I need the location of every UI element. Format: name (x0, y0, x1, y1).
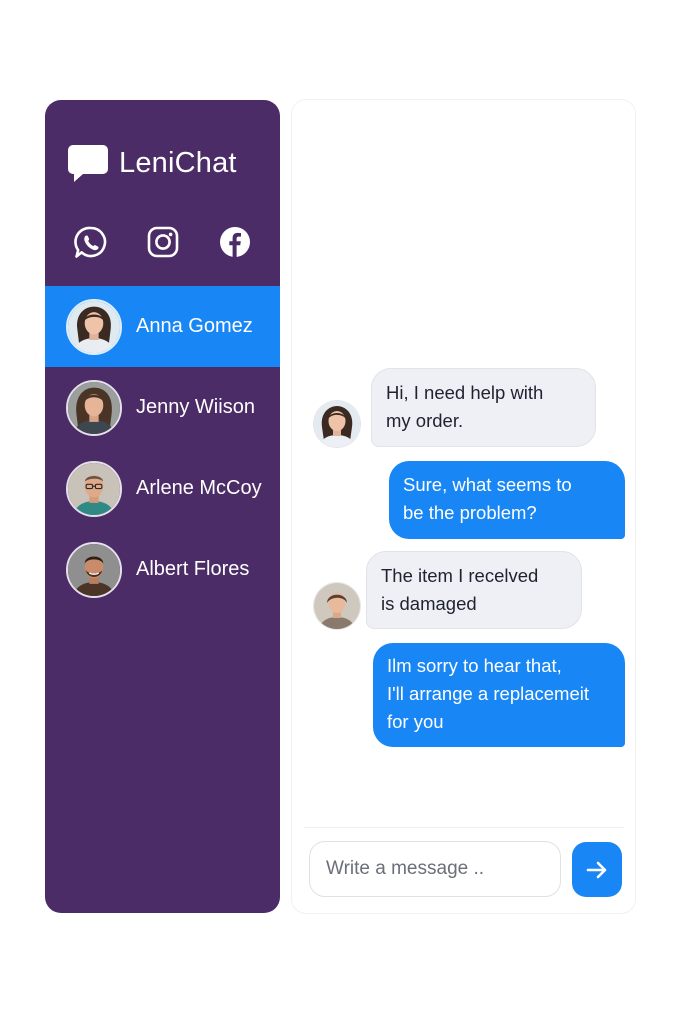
message-bubble-incoming: The item I recelved is damaged (366, 551, 582, 629)
contact-item-albert-flores[interactable]: Albert Flores (45, 529, 280, 610)
message-line: for you (387, 711, 444, 732)
contact-item-jenny-wiison[interactable]: Jenny Wiison (45, 367, 280, 448)
sender-avatar (314, 401, 360, 447)
whatsapp-icon[interactable] (73, 224, 109, 260)
message-bubble-incoming: Hi, I need help with my order. (371, 368, 596, 447)
avatar (66, 460, 122, 517)
brand: LeniChat (67, 142, 237, 184)
contact-name: Albert Flores (136, 558, 250, 580)
sender-avatar (314, 583, 360, 629)
message-bubble-outgoing: Sure, what seems to be the problem? (389, 461, 625, 539)
message-line: The item I recelved (381, 565, 539, 586)
social-links (73, 224, 253, 260)
contact-name: Jenny Wiison (136, 396, 255, 418)
chat-panel: Hi, I need help with my order. Sure, wha… (292, 100, 635, 913)
message-bubble-outgoing: Ilm sorry to hear that, I'll arrange a r… (373, 643, 625, 747)
chat-bubble-logo-icon (68, 145, 108, 182)
contact-list: Anna Gomez Jenny Wiison (45, 286, 280, 610)
message-line: Ilm sorry to hear that, (387, 655, 562, 676)
message-line: Hi, I need help with (386, 382, 544, 403)
sidebar: LeniChat Anna Gomez (45, 100, 280, 913)
message-input-container (309, 841, 561, 897)
composer-divider (304, 827, 624, 828)
message-line: I'll arrange a replacemeit (387, 683, 589, 704)
send-button[interactable] (572, 842, 622, 897)
message-input[interactable] (324, 857, 546, 881)
contact-item-arlene-mccoy[interactable]: Arlene McCoy (45, 448, 280, 529)
message-line: Sure, what seems to (403, 474, 572, 495)
message-line: my order. (386, 410, 464, 431)
contact-name: Anna Gomez (136, 315, 253, 337)
arrow-right-icon (586, 861, 607, 878)
contact-item-anna-gomez[interactable]: Anna Gomez (45, 286, 280, 367)
contact-name: Arlene McCoy (136, 477, 262, 499)
message-line: be the problem? (403, 502, 537, 523)
avatar (66, 541, 122, 598)
app-name: LeniChat (119, 146, 237, 179)
avatar (66, 379, 122, 436)
avatar (66, 298, 122, 355)
instagram-icon[interactable] (145, 224, 181, 260)
facebook-icon[interactable] (217, 224, 253, 260)
message-line: is damaged (381, 593, 477, 614)
